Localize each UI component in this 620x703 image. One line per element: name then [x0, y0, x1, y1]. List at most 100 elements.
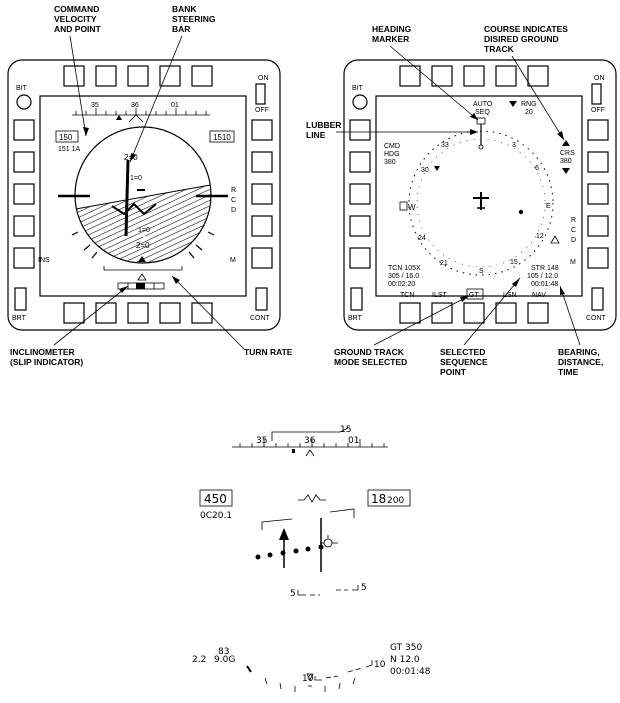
right-top-buttons: [399, 65, 549, 87]
left-lsk-3[interactable]: [13, 183, 35, 205]
right-rsk-1[interactable]: [587, 119, 609, 141]
left-hdg-36: 36: [131, 102, 139, 109]
compass-3: 3: [512, 142, 516, 149]
left-bottom-button-2[interactable]: [95, 302, 117, 324]
left-top-button-2[interactable]: [95, 65, 117, 87]
tcn-block-line-3: 00:02:20: [388, 281, 415, 288]
right-rsk-4[interactable]: [587, 215, 609, 237]
right-auto-label: AUTO: [473, 101, 493, 108]
option-nav[interactable]: NAV: [532, 292, 546, 299]
label-lubber-1: LUBBER: [306, 120, 341, 130]
right-bottom-button-1[interactable]: [399, 302, 421, 324]
hud-hdg-35: 35: [256, 436, 267, 446]
left-hdg-01: 01: [171, 102, 179, 109]
left-alt-box: [209, 130, 235, 143]
hud-bank-scale: [246, 665, 356, 692]
left-bottom-button-1[interactable]: [63, 302, 85, 324]
right-bottom-button-4[interactable]: [495, 302, 517, 324]
left-power-switch[interactable]: [255, 83, 266, 105]
right-rng-arrow: [509, 101, 517, 107]
right-side-buttons-right: [587, 119, 609, 269]
compass-33: 33: [441, 142, 449, 149]
right-bottom-button-3[interactable]: [463, 302, 485, 324]
label-heading-2: MARKER: [372, 34, 409, 44]
right-top-button-4[interactable]: [495, 65, 517, 87]
left-cont-rocker[interactable]: [255, 287, 268, 311]
hud-mach-value: 0C20.1: [200, 511, 232, 521]
right-cont-rocker[interactable]: [591, 287, 604, 311]
right-top-button-3[interactable]: [463, 65, 485, 87]
left-speed-box: [55, 130, 79, 143]
left-brt-rocker[interactable]: [14, 287, 27, 311]
right-bit-knob[interactable]: [352, 94, 368, 110]
left-bottom-button-4[interactable]: [159, 302, 181, 324]
left-bottom-button-5[interactable]: [191, 302, 213, 324]
left-brt-label: BRT: [12, 315, 27, 322]
right-bottom-button-5[interactable]: [527, 302, 549, 324]
option-lsn[interactable]: LSN: [503, 292, 517, 299]
right-lsk-4[interactable]: [349, 215, 371, 237]
left-cont-label: CONT: [250, 315, 271, 322]
left-lsk-1[interactable]: [13, 119, 35, 141]
left-rsk-3[interactable]: [251, 183, 273, 205]
right-lsk-3[interactable]: [349, 183, 371, 205]
right-top-button-5[interactable]: [527, 65, 549, 87]
left-lsk-2[interactable]: [13, 151, 35, 173]
left-top-button-1[interactable]: [63, 65, 85, 87]
left-rsk-5[interactable]: [251, 247, 273, 269]
label-seq-2: SEQUENCE: [440, 357, 488, 367]
right-brt-label: BRT: [348, 315, 363, 322]
left-lsk-4[interactable]: [13, 215, 35, 237]
right-rsk-5[interactable]: [587, 247, 609, 269]
option-gt[interactable]: GT: [469, 292, 479, 299]
heading-marker-icon: [476, 117, 486, 125]
right-rsk-2[interactable]: [587, 151, 609, 173]
hud-g-left: 2.2: [192, 655, 206, 665]
label-bank-3: BAR: [172, 24, 190, 34]
label-cmd-1: COMMAND: [54, 4, 99, 14]
left-rsk-2[interactable]: [251, 151, 273, 173]
inclinometer: [103, 266, 183, 290]
left-ddi-screen: [39, 95, 247, 297]
compass-24: 24: [418, 235, 426, 242]
left-m-label: M: [230, 257, 236, 264]
right-rsk-3[interactable]: [587, 183, 609, 205]
right-rcd-r: R: [571, 217, 576, 224]
right-lsk-2[interactable]: [349, 151, 371, 173]
right-power-switch[interactable]: [591, 83, 602, 105]
right-bottom-button-2[interactable]: [431, 302, 453, 324]
adi-pitch-10: 1=0: [130, 175, 142, 182]
str-block-line-3: 00:01:48: [531, 281, 558, 288]
annotations: COMMAND VELOCITY AND POINT BANK STEERING…: [10, 4, 603, 377]
compass-12: 12: [536, 233, 544, 240]
right-hdg-value: 380: [384, 159, 396, 166]
hud-gt-line-3: 00:01:48: [390, 667, 431, 677]
str-block-line-2: 105 / 12.0: [527, 273, 558, 280]
right-brt-rocker[interactable]: [350, 287, 363, 311]
left-off-label: OFF: [255, 107, 269, 114]
left-top-button-5[interactable]: [191, 65, 213, 87]
hud-alt-small: 200: [387, 496, 404, 506]
right-hdg-label: HDG: [384, 151, 400, 158]
left-lsk-5[interactable]: [13, 247, 35, 269]
right-top-button-1[interactable]: [399, 65, 421, 87]
right-bottom-buttons: [399, 302, 549, 324]
right-side-buttons-left: [349, 119, 371, 269]
left-bottom-button-3[interactable]: [127, 302, 149, 324]
right-top-button-2[interactable]: [431, 65, 453, 87]
right-lsk-1[interactable]: [349, 119, 371, 141]
right-lsk-5[interactable]: [349, 247, 371, 269]
label-gt-2: MODE SELECTED: [334, 357, 407, 367]
left-on-label: ON: [258, 75, 269, 82]
label-turn-rate: TURN RATE: [244, 347, 293, 357]
hud-waterline-icon: [298, 494, 326, 503]
left-bit-knob[interactable]: [16, 94, 32, 110]
left-rsk-4[interactable]: [251, 215, 273, 237]
left-top-button-3[interactable]: [127, 65, 149, 87]
option-tcn[interactable]: TCN: [400, 292, 414, 299]
left-side-buttons-right: [251, 119, 273, 269]
left-rsk-1[interactable]: [251, 119, 273, 141]
left-heading-tape: 35 36 01: [72, 102, 210, 123]
right-rcd-c: C: [571, 227, 576, 234]
option-ilst[interactable]: ILST: [432, 292, 448, 299]
